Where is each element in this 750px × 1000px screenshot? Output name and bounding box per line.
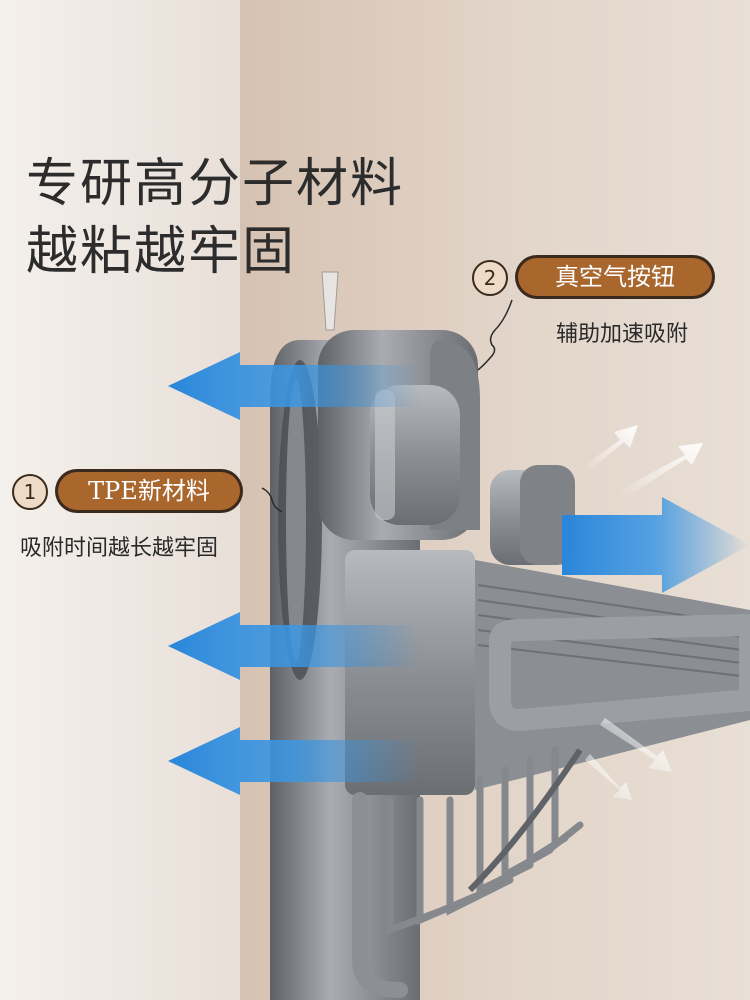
arrow-left-icon xyxy=(168,727,420,795)
feature-title-vacuum-button: 真空气按钮 xyxy=(518,258,712,296)
feature-caption-vacuum: 辅助加速吸附 xyxy=(556,322,689,347)
arrow-right-icon xyxy=(585,425,703,800)
arrow-left-icon xyxy=(562,497,750,593)
top-hook xyxy=(321,271,339,331)
bottom-hook xyxy=(352,792,408,998)
feature-number-1: 1 xyxy=(12,474,48,510)
holder-bar xyxy=(345,550,750,795)
feature-number-2: 2 xyxy=(472,260,508,296)
feature-title-tpe: TPE新材料 xyxy=(58,472,240,510)
pointer-line xyxy=(261,299,513,513)
feature-caption-tpe: 吸附时间越长越牢固 xyxy=(20,536,219,561)
cable xyxy=(467,748,583,893)
arrow-left-icon xyxy=(168,612,420,680)
headline: 专研高分子材料 越粘越牢固 xyxy=(26,150,404,286)
arrow-left-icon xyxy=(168,352,420,420)
main-body xyxy=(318,330,480,540)
headline-line1: 专研高分子材料 xyxy=(26,154,405,214)
headline-line2: 越粘越牢固 xyxy=(26,222,297,282)
side-knob xyxy=(490,465,575,565)
